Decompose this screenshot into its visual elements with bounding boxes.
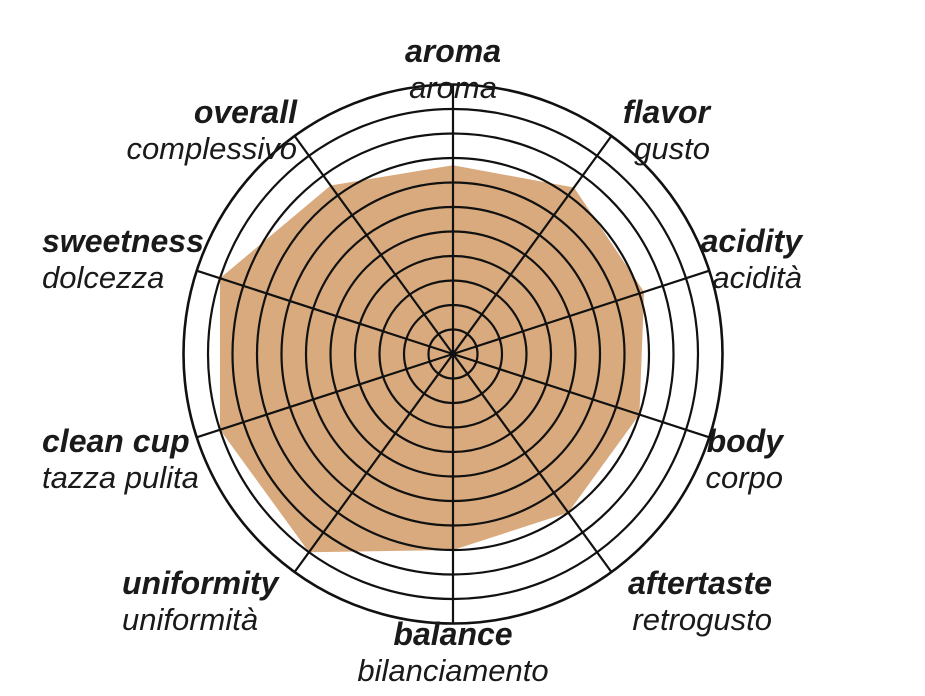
axis-label-clean-cup: clean cup xyxy=(42,423,190,459)
label-layer: aromaaromaflavorgustoacidityaciditàbodyc… xyxy=(42,33,804,688)
axis-spoke-sweetness xyxy=(196,269,454,356)
grid-layer xyxy=(182,83,724,625)
axis-label-overall: overall xyxy=(194,94,298,130)
axis-spoke-clean-cup xyxy=(196,352,454,439)
score-area-layer xyxy=(220,165,645,553)
axis-label-body: body xyxy=(707,423,786,459)
axis-spoke-acidity xyxy=(452,269,710,356)
axis-sublabel-overall: complessivo xyxy=(126,131,297,166)
axis-label-acidity: acidity xyxy=(701,223,805,259)
axis-spoke-overall xyxy=(293,135,454,355)
axis-sublabel-aroma: aroma xyxy=(409,70,497,105)
axis-sublabel-clean-cup: tazza pulita xyxy=(42,460,199,495)
axis-sublabel-sweetness: dolcezza xyxy=(42,260,164,295)
axis-spoke-flavor xyxy=(452,135,613,355)
axis-sublabel-acidity: acidità xyxy=(712,260,802,295)
axis-sublabel-balance: bilanciamento xyxy=(357,653,548,688)
axis-sublabel-body: corpo xyxy=(705,460,783,495)
axis-label-flavor: flavor xyxy=(623,94,712,130)
axis-label-sweetness: sweetness xyxy=(42,223,204,259)
axis-spoke-body xyxy=(452,352,710,439)
axis-label-balance: balance xyxy=(393,616,512,652)
axis-label-aftertaste: aftertaste xyxy=(628,565,772,601)
axis-spoke-uniformity xyxy=(293,353,454,573)
axis-sublabel-flavor: gusto xyxy=(634,131,710,166)
axis-sublabel-aftertaste: retrogusto xyxy=(632,602,772,637)
axis-sublabel-uniformity: uniformità xyxy=(122,602,258,637)
axis-spoke-aftertaste xyxy=(452,353,613,573)
score-area xyxy=(220,165,645,553)
axis-label-aroma: aroma xyxy=(405,33,501,69)
axis-label-uniformity: uniformity xyxy=(122,565,281,601)
